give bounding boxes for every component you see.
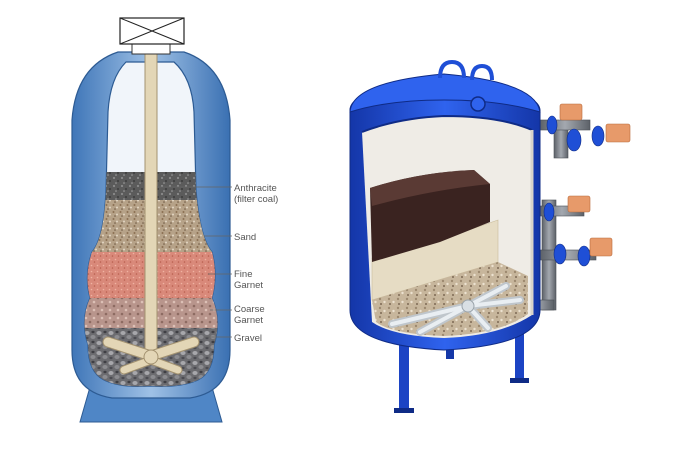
lifting-lugs xyxy=(438,59,494,81)
top-nozzle xyxy=(470,96,486,112)
anthracite-top-face xyxy=(370,170,490,206)
label-leaders xyxy=(157,186,232,338)
label-fine-garnet: Fine Garnet xyxy=(234,269,263,291)
vessel-underdrain xyxy=(388,282,524,336)
cutaway-rim xyxy=(361,114,533,133)
label-sand: Sand xyxy=(234,232,256,243)
pipe-flanges xyxy=(543,115,605,267)
riser-pipe xyxy=(144,41,158,361)
valve-actuators xyxy=(559,103,631,257)
valve-neck xyxy=(131,43,171,55)
label-anthracite: Anthracite (filter coal) xyxy=(234,183,279,205)
multimedia-filter-diagram: Anthracite (filter coal) Sand Fine Garne… xyxy=(71,17,279,423)
pressure-vessel-cutaway xyxy=(349,59,631,413)
valve-cross-icon xyxy=(119,17,185,45)
vessel-dome xyxy=(349,73,541,113)
label-gravel: Gravel xyxy=(234,333,262,344)
underdrain-laterals xyxy=(102,336,200,375)
label-coarse-garnet: Coarse Garnet xyxy=(234,304,267,326)
